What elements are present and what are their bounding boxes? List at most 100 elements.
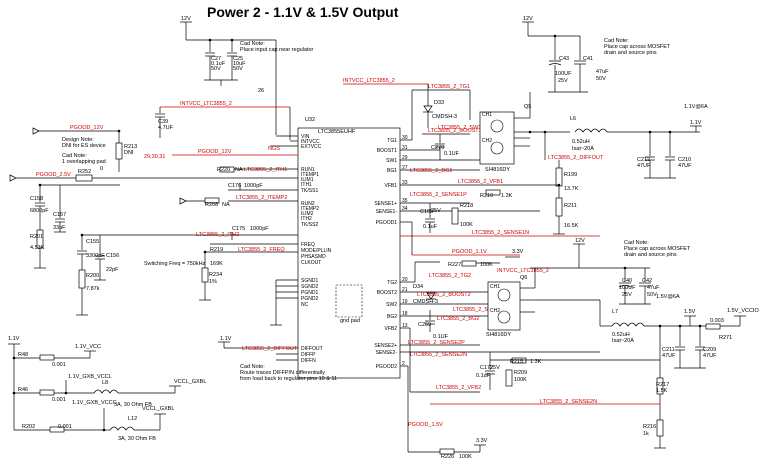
r46-value: 0.001 <box>52 397 66 403</box>
r271-value: 0.003 <box>710 318 724 324</box>
net-26: 26 <box>258 88 264 94</box>
ic-pin-left-17: SGND1 <box>301 278 318 284</box>
c42-voltage: 50V <box>647 292 657 298</box>
l6-isat: Isat~20A <box>572 146 594 152</box>
net-12v-mid: 12V <box>575 238 585 244</box>
net-1v1-gxb-vccl: 1.1V_GXB_VCCL <box>68 374 112 380</box>
ic-pin-right-9: BOOST2 <box>377 290 398 296</box>
d33-ref: D33 <box>434 100 444 106</box>
r220-ref: R220 <box>217 167 230 173</box>
ic-pin-right-12: VFB2 <box>384 326 397 332</box>
svg-text:CH2: CH2 <box>490 308 500 314</box>
ic-pin-number-right-3: 27 <box>402 165 408 171</box>
ic-pin-right-4: VFB1 <box>384 183 397 189</box>
net-zero: 0 <box>100 166 103 172</box>
r218-ref: R218 <box>460 203 473 209</box>
l12-ref: L12 <box>128 416 137 422</box>
c211-value: 47UF <box>662 353 676 359</box>
c39-ref: C39 <box>158 119 168 125</box>
r217-value: 1.5K <box>656 388 668 394</box>
c172-value: 0.1uF <box>476 373 491 379</box>
c27-voltage: 50V <box>211 66 221 72</box>
c27-value: 0.1uF <box>211 61 226 67</box>
ic-pin-left-14: MODE/PLLIN <box>301 248 332 254</box>
l7-value: 0.52uH <box>612 332 630 338</box>
ic-pin-left-5: ILIM1 <box>301 177 314 183</box>
r220-value: NA <box>235 167 243 173</box>
r209-value: 100K <box>514 377 527 383</box>
page-title: Power 2 - 1.1V & 1.5V Output <box>207 4 399 20</box>
note-mosfet1-line2: drain and source pins <box>604 50 657 56</box>
net-12v: 12V <box>181 16 191 22</box>
net-1v1-6a: 1.1V@6A <box>684 104 708 110</box>
net-boost2: LTC3855_2_BOOST2 <box>417 292 471 298</box>
c172-ref: C172 <box>480 365 493 371</box>
net-intvcc-phase2: INTVCC_LTC3855_2 <box>497 268 549 274</box>
ic-pin-left-24: DIFFN <box>301 358 316 364</box>
r217-ref: R217 <box>656 382 669 388</box>
ic-pin-left-4: ITEMP1 <box>301 172 319 178</box>
ic-pin-right-0: TG1 <box>387 138 397 144</box>
note-input-cap-text: Place input cap near regulator <box>240 47 314 53</box>
r201-value: 4.53K <box>30 245 45 251</box>
net-bg1: LTC3855_2_BG1 <box>410 168 452 174</box>
ic-pin-right-10: SW2 <box>386 302 397 308</box>
c158-ref: C158 <box>30 196 43 202</box>
ic-pin-left-20: PGND2 <box>301 296 318 302</box>
net-pgood-12v-left: PGOOD_12V <box>70 125 104 131</box>
net-1v5-mid: 1.5V <box>684 309 696 315</box>
ic-pin-number-right-6: 34 <box>402 206 408 212</box>
d33-value: CMDSH-3 <box>432 114 457 120</box>
ic-ref: U32 <box>305 117 315 123</box>
c270-value: 0.1UF <box>444 151 460 157</box>
r211-value: 16.5K <box>564 223 579 229</box>
r216-value: 1k <box>643 431 649 437</box>
svg-text:CH2: CH2 <box>482 138 492 144</box>
ic-pin-left-23: DIFFP <box>301 352 316 358</box>
net-3v3-mid: 3.3V <box>512 249 524 255</box>
ic-pin-number-right-8: 20 <box>402 277 408 283</box>
net-ith1: LTC3855_2_ITH1 <box>244 167 287 173</box>
c209-ref: C209 <box>703 347 716 353</box>
c27-ref: C27 <box>211 56 221 62</box>
ic-pin-left-11: ITH2 <box>301 216 312 222</box>
r200-ref: R200 <box>86 273 99 279</box>
r271-ref: R271 <box>719 335 732 341</box>
ic-pin-left-16: CLKOUT <box>301 260 321 266</box>
r199-value: 13.7K <box>564 186 579 192</box>
note-mosfet2-heading: Cad Note: <box>624 240 649 246</box>
ic-pin-left-7: TK/SS1 <box>301 188 318 194</box>
r209-ref: R209 <box>514 370 527 376</box>
c43-voltage: 25V <box>558 78 568 84</box>
net-sense2n: LTC3855_2_SENSE2N <box>410 352 467 358</box>
c165-value: 0.1uF <box>423 224 438 230</box>
note-diff-line2: from load back to regulator pins 10 & 11 <box>240 376 337 382</box>
c210-ref: C210 <box>678 157 691 163</box>
junction-dots <box>12 34 702 432</box>
net-1v1-vcc: 1.1V_VCC <box>75 344 101 350</box>
pgood-12v-section: PGOOD_12V Design Note: DNI for ES device… <box>32 125 298 172</box>
sense-rails-section: 1.1V R48 0.001 1.1V_VCC R46 0.001 1.1V_G… <box>8 336 206 442</box>
r201-ref: R201 <box>30 234 43 240</box>
ic-part: LTC3855EUHF <box>318 129 356 135</box>
ic-pin-number-right-1: 31 <box>402 145 408 151</box>
net-freq: LTC3855_2_FREQ <box>238 247 285 253</box>
net-diffout-left: LTC3855_2_DIFFOUT <box>242 346 298 352</box>
c165-voltage: 25V <box>431 208 441 214</box>
note-overlap-text: 1 overlapping pad <box>62 159 106 165</box>
net-sense1p: LTC3855_2_SENSE1P <box>410 192 467 198</box>
net-vccio: 1.5V_VCCIO <box>727 308 760 314</box>
c212-value: 47UF <box>637 163 651 169</box>
c40-ref: C40 <box>622 278 632 284</box>
q6-ref: Q6 <box>520 275 527 281</box>
c41-voltage: 50V <box>596 76 606 82</box>
net-vfb2: LTC3855_2_VFB2 <box>436 385 481 391</box>
c156-ref: C156 <box>106 253 119 259</box>
r227-ref: R227 <box>448 262 461 268</box>
r48-ref: R48 <box>18 352 28 358</box>
note-input-cap-heading: Cad Note: <box>240 41 265 47</box>
ic-pin-left-21: NC <box>301 302 309 308</box>
intvcc-section: INTVCC_LTC3855_2 C39 4.7UF <box>155 101 291 140</box>
d34-ref: D34 <box>413 284 423 290</box>
net-sense1n: LTC3855_2_SENSE1N <box>472 230 529 236</box>
